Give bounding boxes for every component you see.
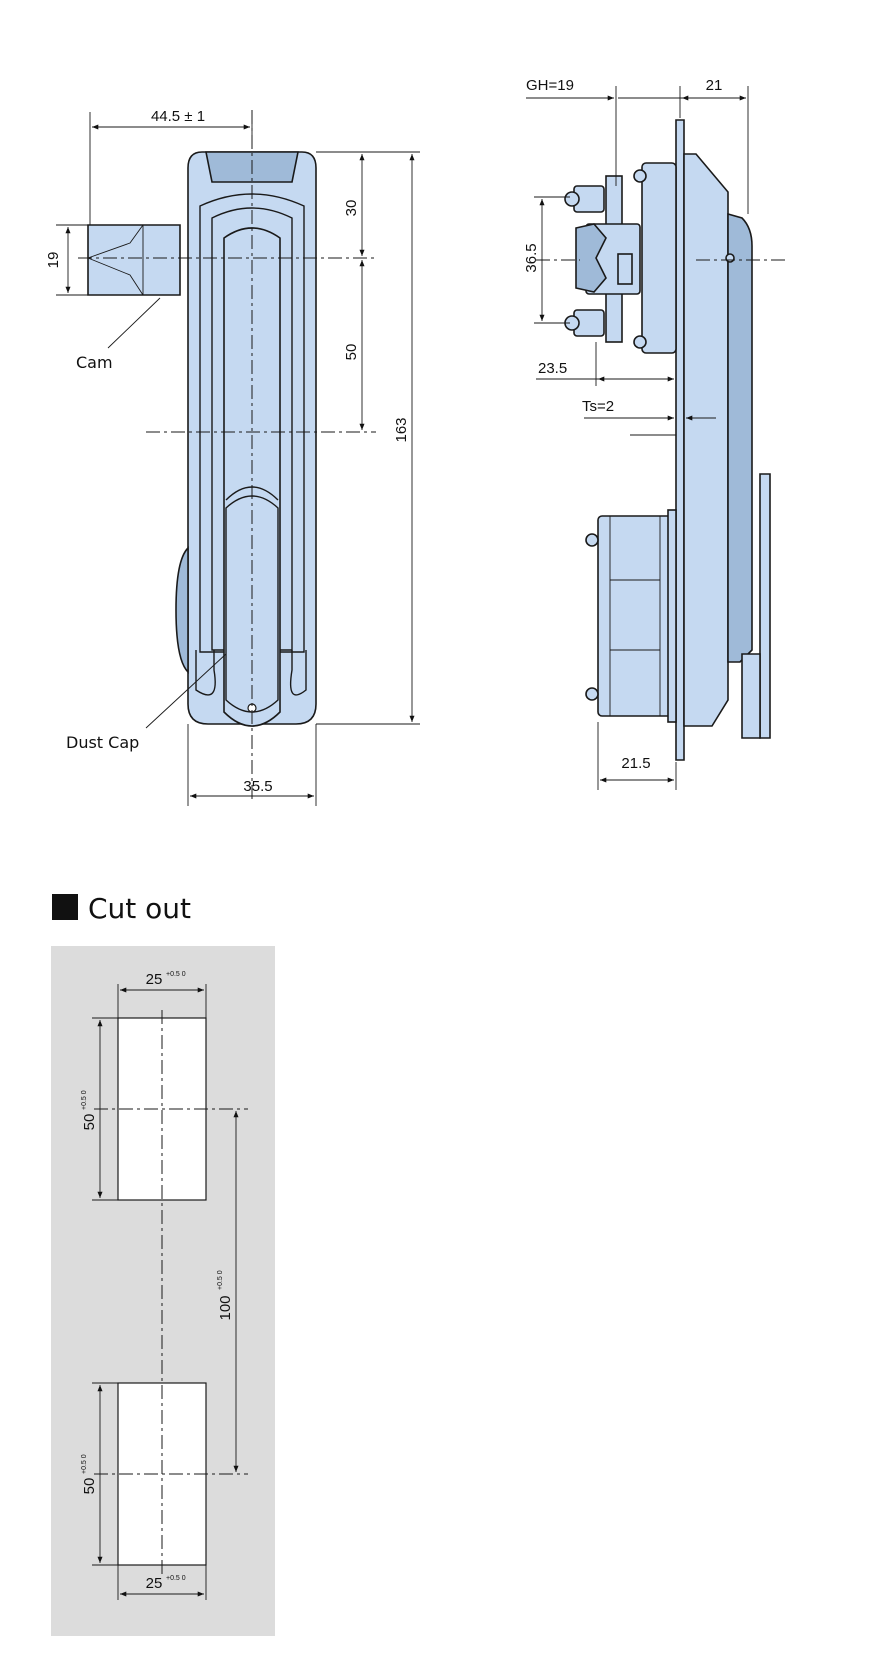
dim-bottom-depth: 21.5 [621,755,650,772]
dim-gh: GH=19 [526,77,574,94]
dim-cam-offset: 44.5 ± 1 [151,108,205,125]
cut-dim-bottom-width: 25 [146,1575,163,1592]
side-view: GH=19 21 36.5 23.5 Ts=2 21.5 [523,77,786,790]
dim-bracket-depth: 23.5 [538,360,567,377]
cut-dim-spacing-tol: +0.5 0 [217,1270,224,1290]
dim-top-to-cam: 30 [343,200,360,217]
bracket-assembly [564,162,735,354]
cut-dim-bottom-height-tol: +0.5 0 [81,1454,88,1474]
dim-depth: 21 [706,77,723,94]
handle-body [175,151,317,727]
cut-dim-top-width-tol: +0.5 0 [166,971,186,978]
front-view: 44.5 ± 1 19 30 50 163 35.5 Cam Dust Cap [45,108,420,806]
dim-bolt-spacing: 36.5 [523,243,540,272]
cut-dim-spacing: 100 [217,1295,234,1320]
cut-dim-top-width: 25 [146,971,163,988]
dim-cam-to-center: 50 [343,344,360,361]
dim-cam-width: 19 [45,252,62,269]
dim-body-width: 35.5 [243,778,272,795]
callout-cam: Cam [76,353,113,372]
dim-ts: Ts=2 [582,398,614,415]
cut-dim-top-height: 50 [81,1114,98,1131]
callout-dust-cap: Dust Cap [66,733,139,752]
section-title: Cut out [88,892,191,925]
section-marker [52,894,78,920]
cut-dim-bottom-width-tol: +0.5 0 [166,1575,186,1582]
cutout-section: Cut out 25 +0.5 0 50 +0.5 0 100 [51,892,275,1636]
cam [87,224,181,296]
bottom-housing [585,509,677,723]
cut-dim-bottom-height: 50 [81,1478,98,1495]
dim-total-height: 163 [393,417,410,442]
cut-dim-top-height-tol: +0.5 0 [81,1090,88,1110]
